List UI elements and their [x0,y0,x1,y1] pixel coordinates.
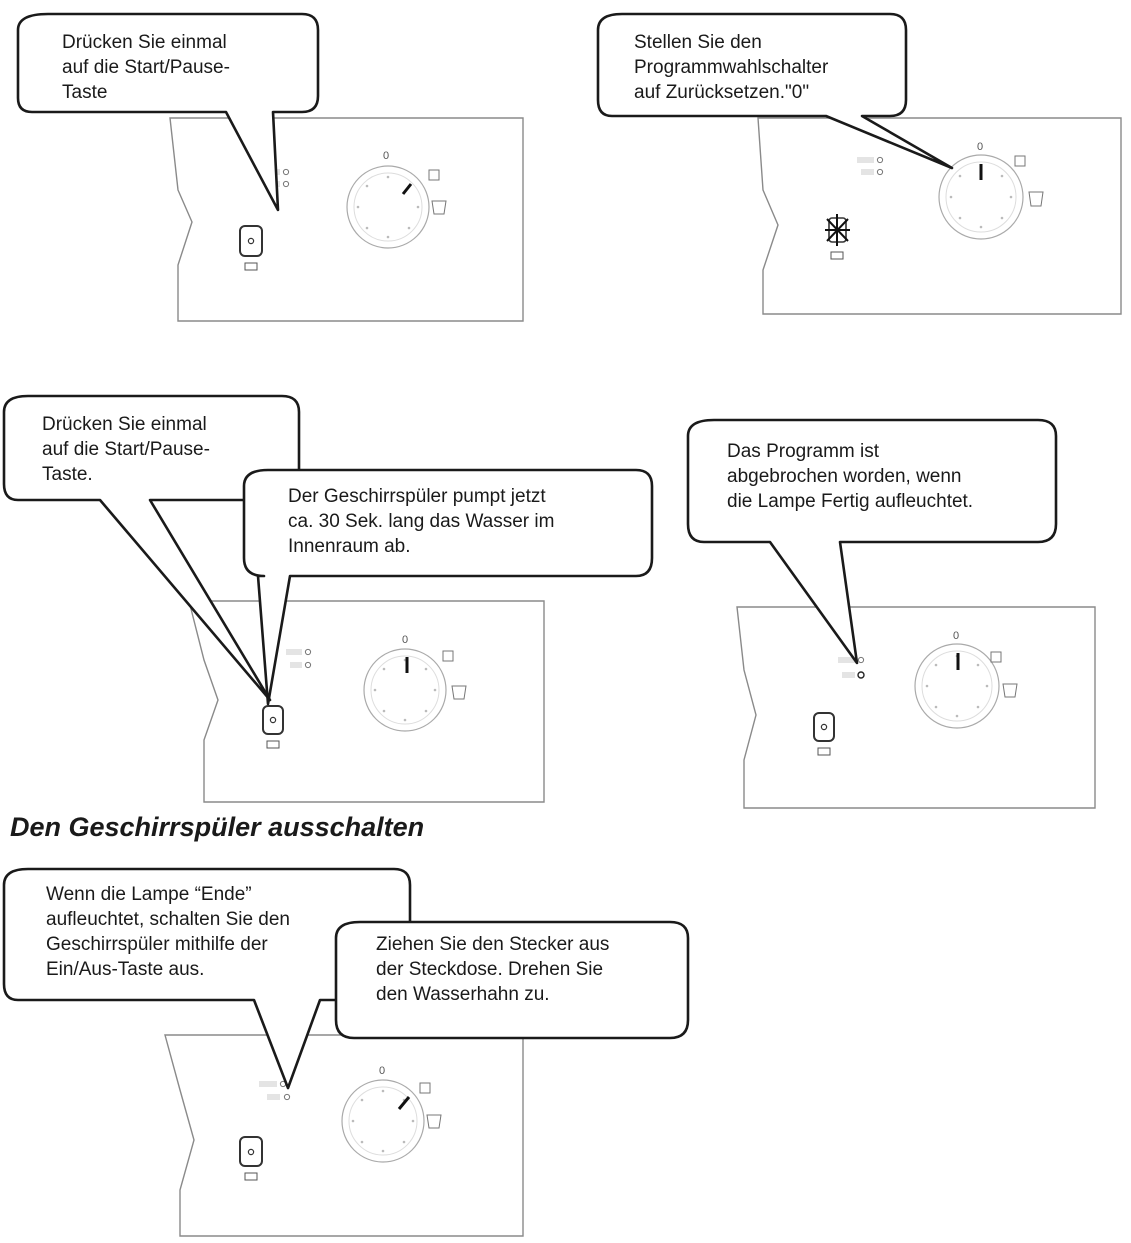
program-icons [442,650,467,700]
program-icons [428,169,447,215]
callout-text-step-4: Das Programm ist abgebrochen worden, wen… [727,441,974,512]
control-panel-outline [169,117,524,322]
control-panel-outline [757,117,1122,315]
dial-zero-label: 0 [379,1065,386,1077]
lamp-indicators [838,656,865,679]
start-pause-button[interactable] [813,712,835,742]
callout-text-step-3b: Der Geschirrspüler pumpt jetzt ca. 30 Se… [288,486,555,557]
on-off-icon [244,1172,258,1181]
callout-bubble-2 [334,920,690,1040]
start-pause-icon [244,262,258,271]
callout-text-step-5b: Ziehen Sie den Stecker aus der Steckdose… [376,934,610,1005]
callout-text-step-1: Drücken Sie einmal auf die Start/Pause- … [62,32,230,103]
program-dial[interactable] [341,1079,425,1163]
panel-5 [2,867,690,1237]
panel-3 [2,394,654,803]
program-dial[interactable] [914,643,1000,729]
dial-zero-label: 0 [402,634,409,646]
start-pause-button-blinking[interactable] [825,214,850,246]
program-icons [419,1082,442,1129]
section-heading: Den Geschirrspüler ausschalten [10,812,425,842]
start-pause-icon [266,740,280,749]
callout-bubble [686,418,1058,665]
callout-bubble [2,867,412,1090]
control-panel-outline [188,600,545,803]
callout-bubble [596,12,954,170]
callout-bubble-2 [242,468,654,706]
program-dial[interactable] [363,648,447,732]
start-pause-icon [830,251,844,260]
on-off-button[interactable] [239,1136,263,1167]
start-pause-icon [817,747,831,756]
start-pause-button[interactable] [239,225,263,257]
program-dial[interactable] [938,154,1024,240]
program-dial[interactable] [346,165,430,249]
lamp-indicators [286,648,312,669]
panel-2 [596,12,1122,315]
callout-text-step-5: Wenn die Lampe “Ende” aufleuchtet, schal… [46,884,291,980]
dial-zero-label: 0 [383,150,390,162]
program-icons [990,651,1018,698]
callout-text-step-3: Drücken Sie einmal auf die Start/Pause- … [42,414,210,485]
dial-zero-label: 0 [953,630,960,642]
dial-zero-label: 0 [977,141,984,153]
panel-1 [16,12,524,322]
dial-pointer [397,1096,411,1110]
control-panel-outline [736,606,1096,809]
callout-bubble [16,12,320,212]
callout-text-step-2: Stellen Sie den Programmwahlschalter auf… [634,32,829,103]
callout-bubble [2,394,301,702]
start-pause-button[interactable] [262,705,284,735]
program-icons [1014,155,1044,207]
end-lamp-lit [857,671,865,679]
control-panel-outline [164,1034,524,1237]
lamp-indicators [857,156,884,176]
dial-pointer [401,183,413,195]
panel-4 [686,418,1096,809]
